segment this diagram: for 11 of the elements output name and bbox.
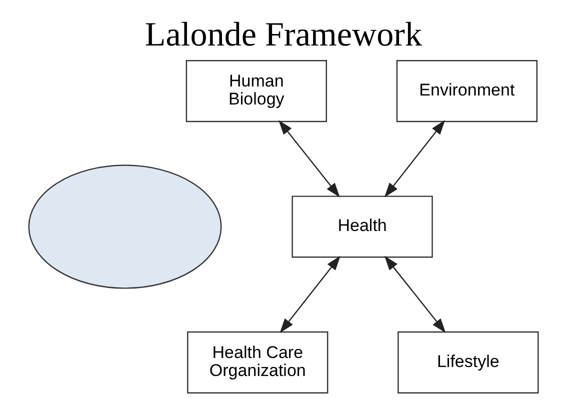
node-ellipse <box>28 164 222 289</box>
node-box: Human Biology <box>186 60 327 122</box>
node-box: Environment <box>396 60 538 122</box>
node-box: Health Care Organization <box>187 331 328 394</box>
node-box: Health <box>292 196 433 258</box>
node-box: Lifestyle <box>398 331 539 394</box>
arrow <box>384 120 446 198</box>
arrow <box>280 256 340 334</box>
arrow <box>384 256 446 333</box>
arrow <box>278 120 340 198</box>
diagram-title: Lalonde Framework <box>144 16 422 54</box>
